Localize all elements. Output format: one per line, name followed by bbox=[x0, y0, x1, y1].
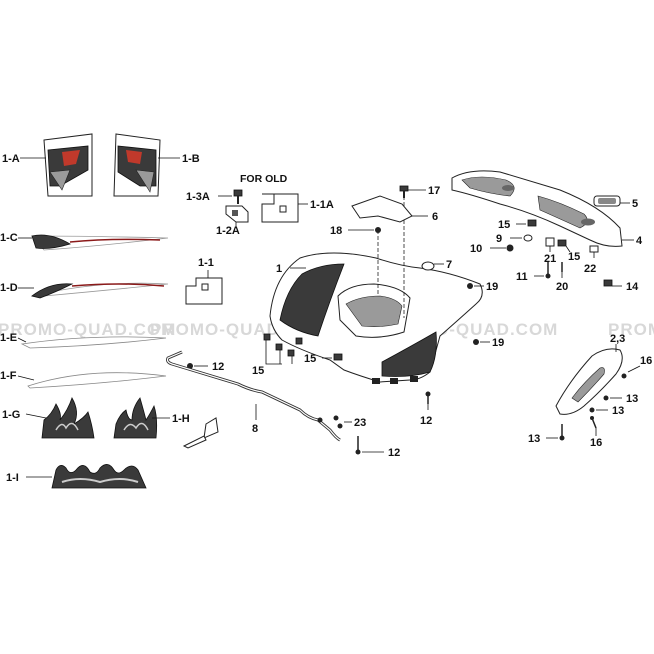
callout-1-e: 1-E bbox=[0, 332, 17, 344]
callout-1-3a: 1-3A bbox=[186, 191, 210, 203]
part-13-screw-right bbox=[603, 395, 609, 401]
part-12-pin-center bbox=[425, 391, 431, 404]
decal-1i bbox=[51, 464, 147, 489]
part-21-clip bbox=[545, 237, 555, 247]
decal-1g bbox=[41, 397, 95, 439]
part-15-clip-right bbox=[557, 239, 567, 247]
callout-8: 8 bbox=[252, 423, 258, 435]
callout-15-center: 15 bbox=[304, 353, 316, 365]
decal-1c bbox=[31, 234, 169, 251]
part-13-screw-mid bbox=[589, 407, 595, 413]
part-22-spring-nut bbox=[589, 245, 599, 253]
decal-1h bbox=[113, 397, 158, 439]
part-16-screw-bottom bbox=[590, 416, 597, 429]
callout-10: 10 bbox=[470, 243, 482, 255]
part-19-screw-top bbox=[467, 283, 473, 289]
callout-9: 9 bbox=[496, 233, 502, 245]
decal-1b bbox=[113, 133, 161, 197]
callout-15-left: 15 bbox=[252, 365, 264, 377]
callout-12-left: 12 bbox=[212, 361, 224, 373]
callout-1-1a: 1-1A bbox=[310, 199, 334, 211]
part-23-fasteners bbox=[317, 415, 343, 429]
callout-4: 4 bbox=[636, 235, 643, 247]
callout-1-c: 1-C bbox=[0, 232, 18, 244]
part-15-clips-left bbox=[263, 333, 303, 357]
callout-7: 7 bbox=[446, 259, 452, 271]
callout-23: 23 bbox=[354, 417, 366, 429]
callout-18: 18 bbox=[330, 225, 342, 237]
part-10-nut bbox=[506, 244, 514, 252]
callout-1-d: 1-D bbox=[0, 282, 18, 294]
callout-13-left: 13 bbox=[528, 433, 540, 445]
part-4-carrier bbox=[451, 170, 623, 247]
callout-2-3: 2,3 bbox=[610, 333, 625, 345]
callout-16-bottom: 16 bbox=[590, 437, 602, 449]
callout-16-top: 16 bbox=[640, 355, 652, 367]
callout-1-i: 1-I bbox=[6, 472, 19, 484]
part-9-washer bbox=[523, 234, 533, 242]
callout-12-bottom: 12 bbox=[388, 447, 400, 459]
callout-20: 20 bbox=[556, 281, 568, 293]
part-15-clip-center bbox=[333, 353, 343, 361]
callout-14: 14 bbox=[626, 281, 639, 293]
callout-1-b: 1-B bbox=[182, 153, 200, 165]
part-16-screw-top bbox=[621, 373, 627, 379]
callout-1-g: 1-G bbox=[2, 409, 20, 421]
part-1-3a-bolt bbox=[233, 189, 243, 204]
part-7-plug bbox=[421, 261, 435, 271]
decal-1d bbox=[31, 282, 169, 299]
callout-17: 17 bbox=[428, 185, 440, 197]
callout-19-bottom: 19 bbox=[492, 337, 504, 349]
watermark-left: PROMO-QUAD.COM bbox=[0, 320, 176, 339]
callout-11: 11 bbox=[516, 271, 528, 283]
callout-6: 6 bbox=[432, 211, 438, 223]
part-15-clip-right-top bbox=[527, 219, 537, 227]
part-bracket-small bbox=[182, 417, 219, 449]
callout-1-a: 1-A bbox=[2, 153, 20, 165]
callout-1-2a: 1-2A bbox=[216, 225, 240, 237]
callout-5: 5 bbox=[632, 198, 638, 210]
decal-1f bbox=[27, 372, 167, 389]
part-11-screw bbox=[545, 262, 551, 279]
callout-22: 22 bbox=[584, 263, 596, 275]
part-1-rear-fender bbox=[269, 252, 483, 384]
callout-19-top: 19 bbox=[486, 281, 498, 293]
decal-1e bbox=[20, 336, 167, 349]
callout-13-right: 13 bbox=[626, 393, 638, 405]
watermark-right: PROMO-QUAD.COM bbox=[608, 320, 654, 339]
part-12-pin-bottom bbox=[355, 436, 361, 455]
callout-1-f: 1-F bbox=[0, 370, 17, 382]
callout-15-right-top: 15 bbox=[498, 219, 510, 231]
caption-for-old: FOR OLD bbox=[240, 173, 288, 185]
part-1-1-plate bbox=[185, 277, 223, 305]
part-13-screw-left bbox=[559, 424, 565, 441]
callout-21: 21 bbox=[544, 253, 556, 265]
part-6-bracket bbox=[351, 195, 413, 223]
part-17-bolt bbox=[399, 185, 409, 198]
part-19-screw-bottom bbox=[473, 339, 479, 345]
part-2-3-side-guard bbox=[555, 348, 623, 415]
part-18-fastener bbox=[375, 227, 381, 233]
callout-1: 1 bbox=[276, 263, 282, 275]
callout-13-mid: 13 bbox=[612, 405, 624, 417]
callout-1-1: 1-1 bbox=[198, 257, 214, 269]
part-14-clip bbox=[603, 279, 613, 287]
callout-12-center: 12 bbox=[420, 415, 432, 427]
callout-1-h: 1-H bbox=[172, 413, 190, 425]
decal-1a bbox=[43, 133, 93, 197]
callout-15-right: 15 bbox=[568, 251, 580, 263]
